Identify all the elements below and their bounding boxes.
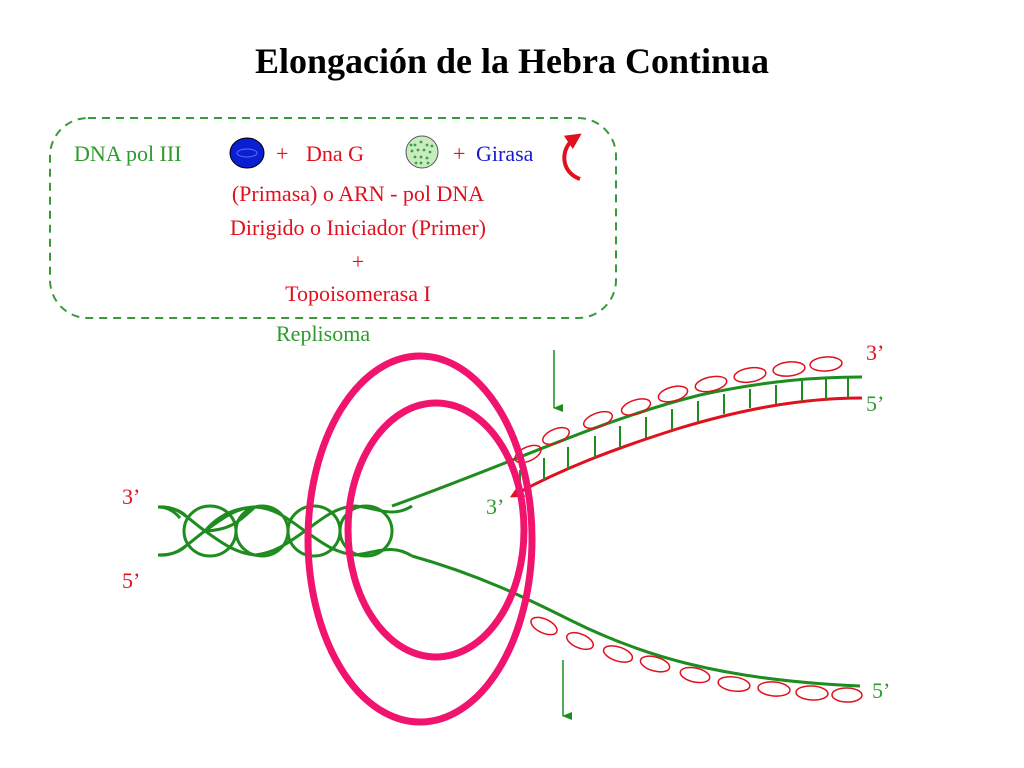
page-title: Elongación de la Hebra Continua [254, 41, 770, 81]
ssb-top [514, 356, 843, 464]
helix-loops [182, 504, 394, 558]
girasa-rotation-icon [562, 133, 582, 181]
top-right-3prime-label: 3’ [866, 340, 885, 365]
left-3prime-label: 3’ [122, 484, 141, 509]
ssb-bottom [530, 616, 863, 703]
plus-sign: + [351, 249, 365, 274]
top-parental-strand [391, 375, 863, 508]
left-5prime-label: 5’ [122, 568, 141, 593]
dna-g-label: Dna G [306, 141, 365, 166]
bottom-right-5prime-label: 5’ [872, 678, 891, 703]
parental-duplex [157, 504, 413, 558]
girasa-label: Girasa [476, 141, 534, 166]
plus-sign: + [276, 141, 289, 166]
leading-new-strand [509, 396, 863, 498]
plus-sign: + [453, 141, 466, 166]
dna-pol-iii-label: DNA pol III [74, 141, 182, 166]
topoisomerasa-label: Topoisomerasa I [285, 281, 431, 306]
legend-box [49, 117, 617, 319]
primer-label: Dirigido o Iniciador (Primer) [230, 215, 486, 240]
base-pair-ticks [519, 378, 849, 494]
primasa-label: (Primasa) o ARN - pol DNA [231, 181, 485, 206]
replisome-inner-ring [344, 399, 528, 661]
dna-g-icon [405, 135, 439, 169]
top-right-5prime-label: 5’ [866, 391, 885, 416]
primer-3prime-label: 3’ [486, 494, 505, 519]
replisoma-label: Replisoma [276, 321, 371, 346]
dna-pol-iii-icon [229, 137, 265, 169]
replisome-outer-ring [304, 352, 536, 726]
bottom-parental-strand [411, 554, 861, 688]
